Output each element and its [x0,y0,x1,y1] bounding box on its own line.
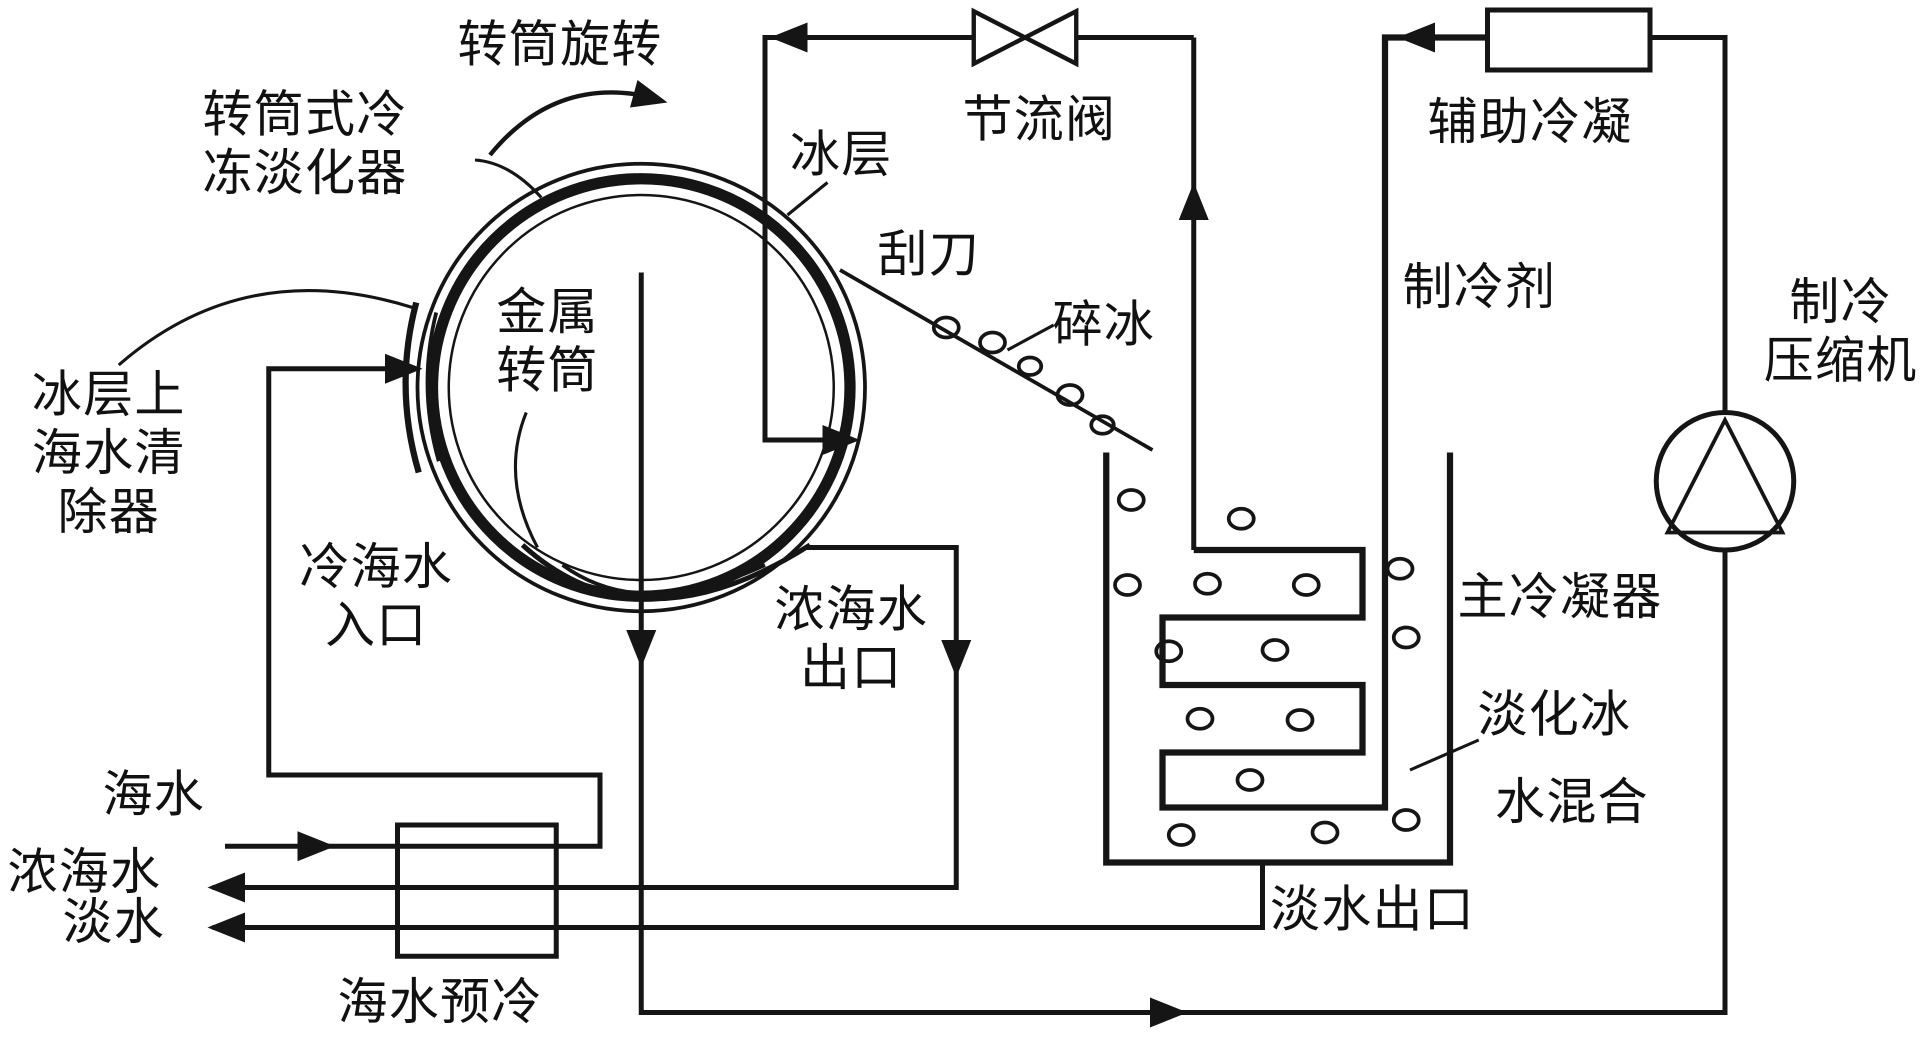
leader-lines [117,158,1480,772]
label-crushed-ice: 碎冰 [1052,296,1155,353]
crushed-ice-pieces [931,315,1116,436]
label-main-condenser: 主冷凝器 [1457,568,1663,625]
drum-trough [520,542,812,602]
label-fresh-water: 淡水 [62,893,165,950]
compressor-discharge-pipe [1650,35,1728,413]
seawater-precooler-box [395,822,559,959]
label-seawater-precool: 海水预冷 [337,973,543,1030]
ice-chute-line [839,268,1154,452]
tank-ice-bubbles [1113,488,1421,847]
label-refrigerant: 制冷剂 [1402,258,1557,315]
label-desalted-ice-line2: 水混合 [1495,773,1649,830]
label-metal-drum: 金属 转筒 [496,283,599,399]
label-drum-rotation: 转筒旋转 [457,16,663,73]
rotation-arrow [488,80,668,157]
flow-arrows [207,22,1435,1028]
label-ice-seawater-remover: 冰层上 海水清 除器 [31,366,186,541]
concentrated-seawater-pipe [212,545,959,890]
label-drum-desalinator: 转筒式冷 冻淡化器 [202,86,408,202]
main-condenser-coil [1159,34,1488,811]
label-compressor: 制冷 压缩机 [1763,273,1918,389]
label-ice-layer: 冰层 [790,126,893,183]
cold-seawater-pipe [225,366,603,849]
throttle-valve-symbol [971,7,1079,68]
label-cold-seawater-inlet: 冷海水 入口 [299,538,454,654]
fresh-water-pipe [212,862,1265,930]
compressor-symbol [1653,410,1797,553]
label-fresh-water-outlet: 淡水出口 [1270,881,1475,938]
label-aux-condenser: 辅助冷凝 [1427,93,1633,150]
aux-condenser-box [1485,7,1653,73]
label-desalted-ice-line1: 淡化冰 [1477,686,1632,743]
label-conc-seawater: 浓海水 [7,843,162,900]
label-conc-seawater-outlet: 浓海水 出口 [774,581,929,697]
label-seawater: 海水 [102,766,205,823]
ice-water-tank [1103,452,1454,866]
seawater-remover-device [402,301,441,474]
label-scraper: 刮刀 [877,226,980,283]
label-throttle-valve: 节流阀 [962,91,1117,148]
valve-to-drum-pipe [762,35,974,443]
